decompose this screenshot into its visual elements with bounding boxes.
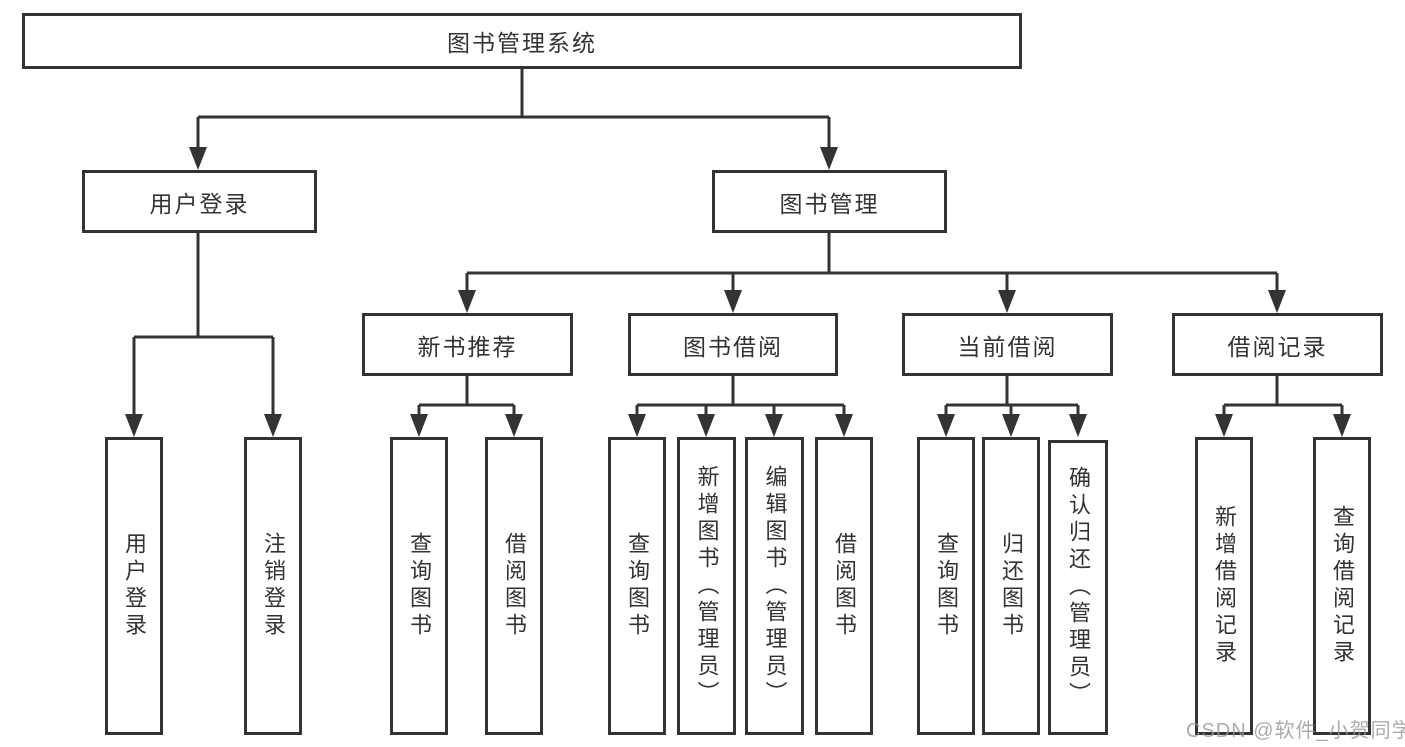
- node-user-login: 用户登录: [82, 170, 317, 233]
- leaf-search-books-current: 查询图书: [917, 437, 975, 735]
- watermark: CSDN @软件_小贺同学: [1186, 720, 1405, 742]
- node-library-system: 图书管理系统: [22, 13, 1022, 69]
- leaf-logout: 注销登录: [244, 437, 302, 735]
- leaf-return-books: 归还图书: [982, 437, 1040, 735]
- leaf-search-books-recommend: 查询图书: [390, 437, 448, 735]
- leaf-add-borrow-record: 新增借阅记录: [1195, 437, 1253, 735]
- leaf-borrow-books: 借阅图书: [815, 437, 873, 735]
- leaf-borrow-books-recommend: 借阅图书: [485, 437, 543, 735]
- node-book-management: 图书管理: [712, 170, 947, 233]
- node-book-borrowing: 图书借阅: [628, 313, 838, 376]
- leaf-confirm-return-admin: 确认归还（管理员）: [1048, 440, 1108, 735]
- leaf-search-borrow-record: 查询借阅记录: [1313, 437, 1371, 735]
- leaf-search-books-borrow: 查询图书: [608, 437, 666, 735]
- node-borrowing-records: 借阅记录: [1172, 313, 1383, 376]
- leaf-edit-books-admin: 编辑图书（管理员）: [745, 437, 804, 735]
- leaf-add-books-admin: 新增图书（管理员）: [677, 437, 736, 735]
- leaf-user-login: 用户登录: [105, 437, 163, 735]
- node-current-borrowing: 当前借阅: [902, 313, 1113, 376]
- node-new-book-recommendation: 新书推荐: [362, 313, 573, 376]
